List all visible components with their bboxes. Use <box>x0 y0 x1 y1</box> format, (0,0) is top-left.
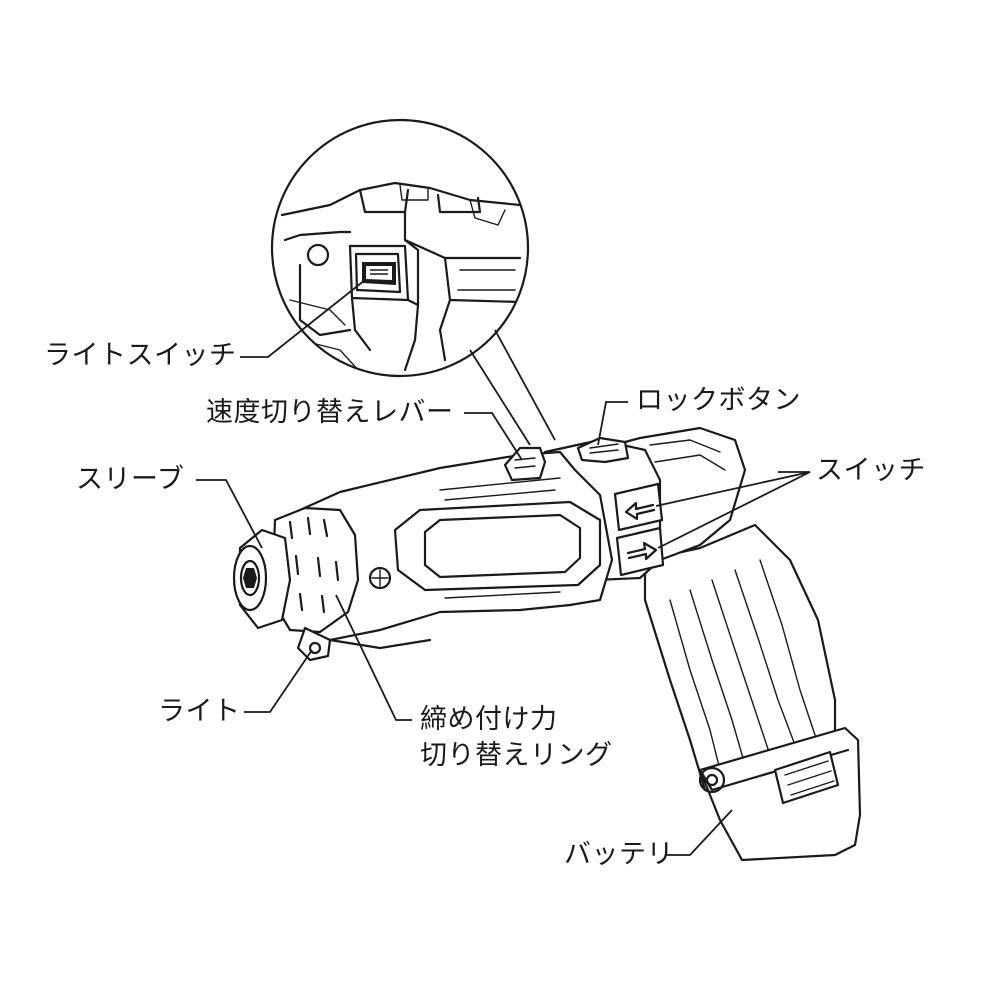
label-torque-ring-line2: 切り替えリング <box>420 740 613 771</box>
screwdriver-body <box>232 426 862 862</box>
label-speed-lever: 速度切り替えレバー <box>206 397 454 428</box>
zoom-detail-callout <box>270 118 530 378</box>
label-switch: スイッチ <box>816 455 926 486</box>
label-sleeve: スリーブ <box>76 464 185 495</box>
arrow-left-icon <box>624 501 656 521</box>
direction-switch-right[interactable] <box>615 526 665 577</box>
label-light: ライト <box>158 696 241 727</box>
label-lock-button: ロックボタン <box>636 385 801 416</box>
label-torque-ring-line1: 締め付け力 <box>420 704 558 735</box>
label-battery: バッテリ <box>564 839 674 870</box>
label-light-switch: ライトスイッチ <box>44 340 237 371</box>
direction-switch-left[interactable] <box>613 482 664 532</box>
arrow-right-icon <box>626 541 658 561</box>
